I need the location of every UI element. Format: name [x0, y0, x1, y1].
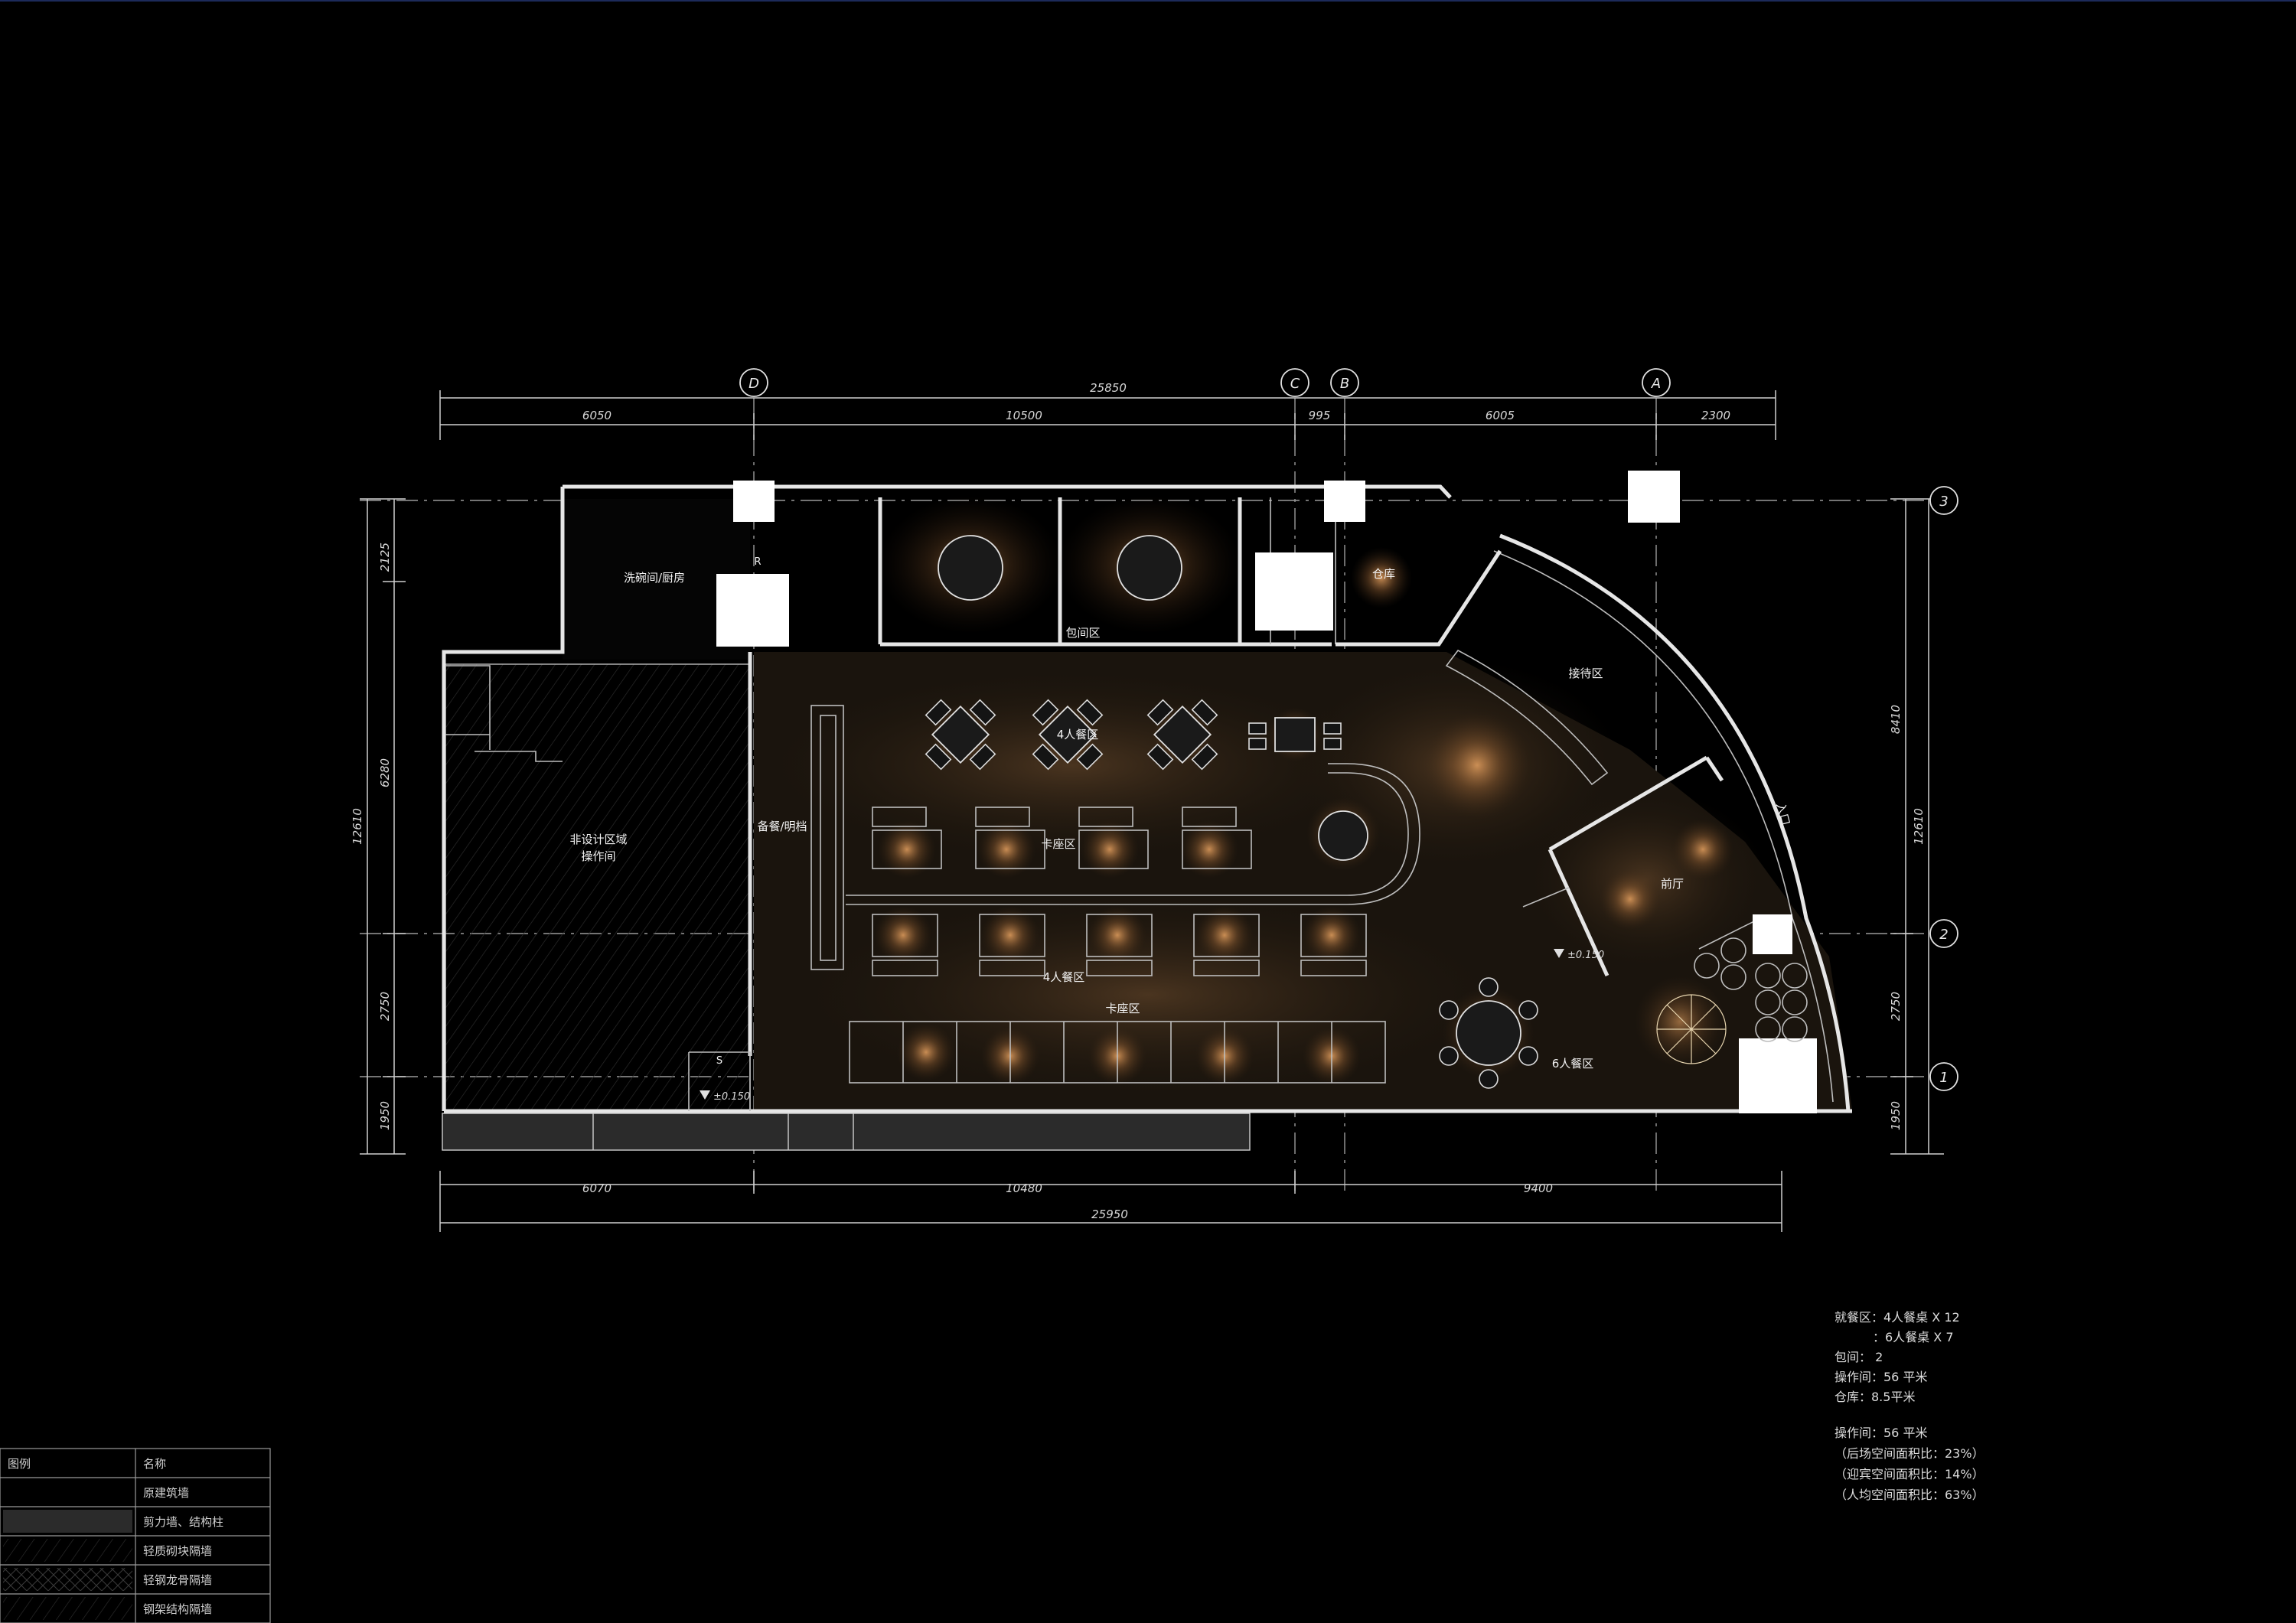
- note-line-8: （迎宾空间面积比：14%）: [1835, 1467, 1985, 1481]
- label-four-seat-1: 4人餐区: [1057, 728, 1099, 741]
- legend-row-2: 剪力墙、结构柱: [143, 1515, 223, 1529]
- left-dim-4: 1950: [378, 1101, 392, 1130]
- sideboard-counter: [810, 705, 844, 970]
- axis-bubbles: [739, 368, 1958, 1091]
- bottom-dim-3: 9400: [1524, 1181, 1553, 1195]
- left-total-dim: 12610: [351, 808, 364, 845]
- level-marker-1-icon: [700, 1090, 710, 1100]
- right-total-dim: 12610: [1912, 808, 1926, 845]
- note-line-2: ：6人餐桌 X 7: [1873, 1330, 1954, 1344]
- axis-label-3: 3: [1939, 494, 1948, 510]
- label-four-seat-2: 4人餐区: [1043, 970, 1085, 984]
- right-dim-2: 2750: [1889, 992, 1903, 1021]
- axis-label-2: 2: [1939, 927, 1948, 943]
- right-dim-1: 8410: [1889, 705, 1903, 734]
- top-total-dim: 25850: [1090, 381, 1127, 395]
- axis-label-b: B: [1340, 376, 1349, 392]
- six-seat-table: [1439, 977, 1538, 1089]
- note-line-9: （人均空间面积比：63%）: [1835, 1488, 1985, 1502]
- axis-label-d: D: [748, 376, 759, 392]
- top-dimensions: [439, 390, 1776, 440]
- label-storage: 仓库: [1372, 567, 1395, 581]
- top-dim-3: 995: [1309, 409, 1331, 422]
- label-kitchen: 操作间: [581, 849, 615, 863]
- label-waiting: 接待区: [1568, 666, 1603, 680]
- label-card-seat-2: 卡座区: [1105, 1002, 1140, 1015]
- top-dim-5: 2300: [1701, 409, 1730, 422]
- four-seat-tables: [925, 699, 1342, 771]
- top-dim-1: 6050: [582, 409, 612, 422]
- label-entrance: 入口: [1773, 801, 1792, 827]
- axis-label-c: C: [1290, 376, 1300, 392]
- label-private-room: 包间区: [1065, 626, 1100, 640]
- foyer-display: [1656, 937, 1808, 1064]
- area-notes: 就餐区：4人餐桌 X 12 ：6人餐桌 X 7 包间： 2 操作间：56 平米 …: [1835, 1310, 1985, 1502]
- kitchen-area: [445, 663, 751, 1113]
- level-1: ±0.150: [713, 1091, 750, 1103]
- card-seat-rows: [846, 763, 1420, 1084]
- bottom-dim-2: 10480: [1006, 1181, 1042, 1195]
- level-marker-2-icon: [1554, 949, 1564, 958]
- bottom-dim-1: 6070: [582, 1181, 612, 1195]
- label-six-seat: 6人餐区: [1552, 1057, 1594, 1071]
- top-dim-2: 10500: [1006, 409, 1042, 422]
- label-foyer: 前厅: [1661, 877, 1684, 891]
- note-line-6: 操作间：56 平米: [1835, 1426, 1927, 1440]
- left-dimensions: [360, 498, 406, 1155]
- private-room-tables: [879, 496, 1241, 634]
- left-dim-3: 2750: [378, 992, 392, 1021]
- legend-row-4: 轻钢龙骨隔墙: [143, 1573, 212, 1587]
- legend-header-symbol: 图例: [8, 1457, 31, 1471]
- structural-columns: [716, 471, 1817, 1113]
- axis-label-a: A: [1651, 376, 1661, 392]
- note-line-5: 仓库：8.5平米: [1835, 1390, 1915, 1404]
- legend-row-5: 钢架结构隔墙: [143, 1602, 212, 1616]
- label-non-design-area: 非设计区域: [569, 833, 627, 846]
- label-r-mark: R: [754, 556, 761, 568]
- label-sideboard: 备餐/明档: [757, 820, 807, 833]
- label-dishwash-kitchen: 洗碗间/厨房: [624, 571, 685, 585]
- bottom-dimensions: [439, 1171, 1782, 1232]
- right-dim-3: 1950: [1889, 1101, 1903, 1130]
- note-line-7: （后场空间面积比：23%）: [1835, 1446, 1985, 1461]
- legend-header-name: 名称: [143, 1457, 166, 1471]
- left-dim-2: 6280: [378, 758, 392, 787]
- bar-round-table: [1318, 810, 1368, 861]
- legend-row-3: 轻质砌块隔墙: [143, 1544, 212, 1558]
- level-2: ±0.150: [1567, 950, 1604, 961]
- left-dim-1: 2125: [378, 543, 392, 572]
- note-line-1: 就餐区：4人餐桌 X 12: [1835, 1310, 1960, 1325]
- bottom-total-dim: 25950: [1091, 1207, 1128, 1221]
- top-dim-4: 6005: [1486, 409, 1515, 422]
- label-card-seat-1: 卡座区: [1041, 837, 1075, 851]
- axis-label-1: 1: [1939, 1070, 1948, 1086]
- note-line-4: 操作间：56 平米: [1835, 1370, 1927, 1384]
- note-line-3: 包间： 2: [1835, 1350, 1883, 1364]
- legend-row-1: 原建筑墙: [143, 1486, 189, 1500]
- legend-table: [0, 1448, 271, 1623]
- label-s-mark: S: [716, 1055, 722, 1067]
